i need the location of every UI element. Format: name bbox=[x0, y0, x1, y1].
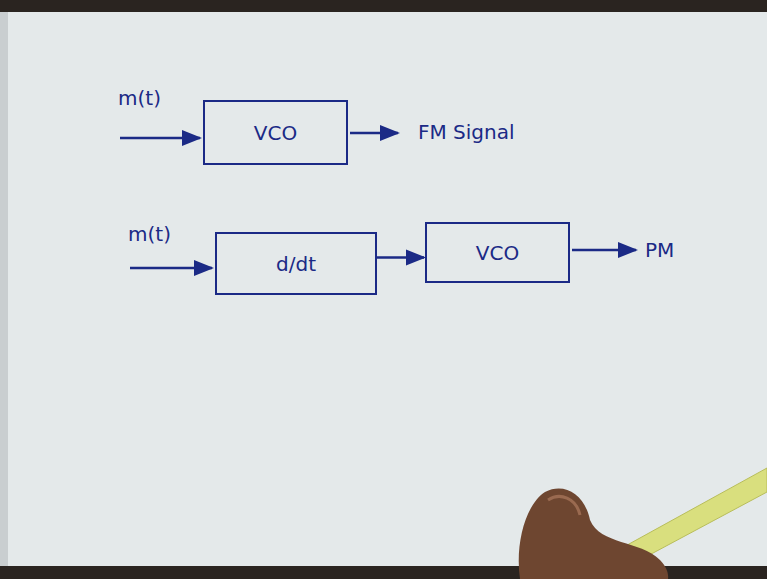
frame-edge bbox=[0, 0, 767, 12]
box-label: VCO bbox=[254, 121, 297, 145]
hand bbox=[519, 489, 668, 579]
output-arrow bbox=[572, 249, 636, 252]
box-label: VCO bbox=[476, 241, 519, 265]
input-arrow bbox=[130, 267, 212, 270]
signal-label: m(t) bbox=[126, 222, 173, 246]
signal-label: FM Signal bbox=[416, 120, 517, 144]
signal-arrow bbox=[377, 256, 424, 259]
signal-label: PM bbox=[643, 238, 676, 262]
signal-label: m(t) bbox=[116, 86, 163, 110]
process-box: d/dt bbox=[215, 232, 377, 295]
hand-highlight bbox=[548, 496, 580, 515]
box-label: d/dt bbox=[276, 252, 316, 276]
output-arrow bbox=[350, 132, 398, 135]
input-arrow bbox=[120, 137, 200, 140]
paper-edge bbox=[0, 12, 8, 566]
process-box: VCO bbox=[425, 222, 570, 283]
process-box: VCO bbox=[203, 100, 348, 165]
